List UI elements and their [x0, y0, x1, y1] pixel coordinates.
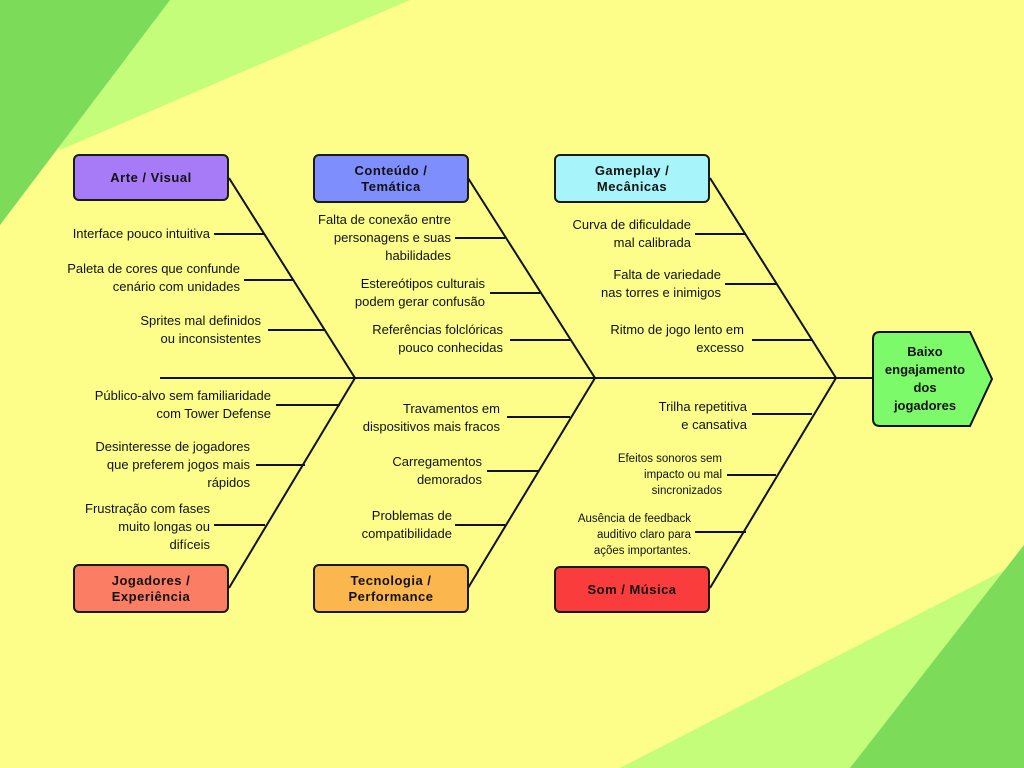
cause-arte-1: Interface pouco intuitiva: [72, 226, 210, 241]
bone-tecnologia: [467, 377, 596, 589]
cause-jogadores-2: Desinteresse de jogadores que preferem j…: [95, 439, 250, 490]
cause-arte-3: Sprites mal definidos ou inconsistentes: [140, 313, 261, 346]
cause-tecnologia-3: Problemas de compatibilidade: [361, 508, 452, 541]
cause-conteudo-1: Falta de conexão entre personagens e sua…: [318, 212, 451, 263]
cause-tecnologia-2: Carregamentos demorados: [392, 454, 482, 487]
bg-shape-dark-bottom: [850, 545, 1024, 768]
cause-conteudo-2: Estereótipos culturais podem gerar confu…: [354, 276, 485, 309]
cause-gameplay-3: Ritmo de jogo lento em excesso: [610, 322, 744, 355]
category-som-musica: Som / Música: [554, 566, 710, 613]
category-conteudo-tematica: Conteúdo / Temática: [313, 154, 469, 203]
bg-shape-dark-top: [0, 0, 170, 225]
bone-arte: [228, 177, 356, 379]
cause-jogadores-3: Frustração com fases muito longas ou dif…: [85, 501, 210, 552]
effect-label: Baixo engajamento dos jogadores: [884, 344, 966, 413]
cause-jogadores-1: Público-alvo sem familiaridade com Tower…: [94, 388, 271, 421]
category-tecnologia-performance: Tecnologia / Performance: [313, 564, 469, 613]
cause-gameplay-1: Curva de dificuldade mal calibrada: [572, 217, 691, 250]
bone-gameplay: [709, 177, 837, 379]
bone-conteudo: [467, 177, 596, 379]
cause-som-2: Efeitos sonoros sem impacto ou mal sincr…: [617, 453, 722, 497]
bone-som: [709, 377, 837, 589]
category-gameplay-mecanicas: Gameplay / Mecânicas: [554, 154, 710, 203]
cause-gameplay-2: Falta de variedade nas torres e inimigos: [601, 267, 721, 300]
bone-jogadores: [228, 377, 356, 589]
effect-arrow-path: [872, 331, 994, 427]
cause-som-3: Ausência de feedback auditivo claro para…: [577, 513, 691, 557]
cause-tecnologia-1: Travamentos em dispositivos mais fracos: [362, 401, 500, 434]
cause-conteudo-3: Referências folclóricas pouco conhecidas: [372, 322, 503, 355]
cause-som-1: Trilha repetitiva e cansativa: [658, 399, 747, 432]
effect-arrow-shape: [872, 331, 994, 427]
cause-arte-2: Paleta de cores que confunde cenário com…: [67, 261, 240, 294]
category-arte-visual: Arte / Visual: [73, 154, 229, 201]
category-jogadores-experiencia: Jogadores / Experiência: [73, 564, 229, 613]
